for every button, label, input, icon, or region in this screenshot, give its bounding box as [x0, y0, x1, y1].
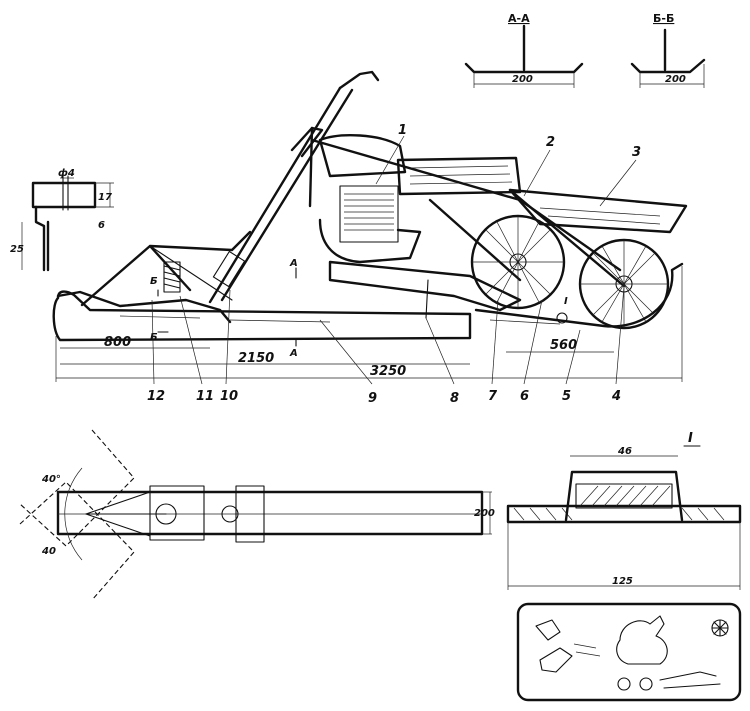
track-wheel-icon [617, 677, 631, 691]
detail-I-marker: I [564, 296, 568, 307]
dim-560: 560 [550, 338, 577, 353]
bracket-diameter: ф4 [58, 167, 75, 179]
dim-3250: 3250 [370, 364, 406, 379]
side-dimensions: 800 2150 3250 560 I [55, 266, 683, 382]
bottom-callouts: 12 11 10 9 8 7 6 5 4 [147, 285, 625, 406]
part-6: 6 [520, 389, 529, 404]
bracket-leg [34, 205, 46, 272]
drive-track [474, 262, 684, 328]
illustration-frame [516, 602, 742, 702]
bracket-dim-25: 25 [10, 244, 24, 255]
section-a-a: А-А 200 [464, 12, 584, 88]
angle-top: 40° [41, 474, 61, 485]
detail-dim-46: 46 [617, 446, 632, 457]
fox-icon [539, 647, 573, 673]
plan-view: 40° 40 200 [19, 429, 495, 601]
shock-absorber [163, 261, 181, 293]
engine-cylinder [339, 185, 399, 243]
steering-ski [56, 290, 232, 324]
mark-b-bottom: Б [150, 332, 158, 343]
mark-b-top: Б [150, 276, 158, 287]
steering-column [208, 86, 342, 304]
mark-a-bottom: А [289, 348, 298, 359]
shock-spring [163, 265, 181, 289]
part-3: 3 [632, 145, 641, 160]
bracket-detail: ф4 17 6 25 [10, 167, 114, 272]
column-clamp [212, 250, 246, 288]
ski-sketch-icon [659, 671, 721, 689]
plan-width-200: 200 [474, 508, 495, 519]
motorcycle-frame [308, 126, 622, 282]
swing-limit-up [19, 429, 135, 547]
part-10: 10 [220, 389, 238, 404]
detail-grouser-hatch [575, 483, 673, 509]
section-a-profile [464, 62, 584, 74]
detail-belt [506, 504, 742, 524]
bracket-dim-17: 17 [98, 192, 112, 203]
part-12: 12 [147, 389, 165, 404]
section-a-width: 200 [512, 74, 533, 85]
support-leg [425, 279, 429, 319]
top-callouts: 1 2 3 [375, 123, 641, 207]
side-view [52, 70, 688, 342]
section-a-title: А-А [508, 12, 530, 25]
section-b-title: Б-Б [653, 12, 674, 25]
swing-limit-down [19, 481, 135, 601]
dim-800: 800 [104, 335, 131, 350]
cargo-box [508, 188, 688, 234]
plan-steering-mount [149, 485, 205, 541]
plan-ski-body [56, 490, 484, 536]
detail-I: I 46 125 [506, 431, 742, 590]
part-1: 1 [398, 123, 407, 138]
part-7: 7 [488, 389, 498, 404]
exhaust-pipe [328, 260, 522, 312]
part-5: 5 [562, 389, 571, 404]
mark-a-top: А [289, 258, 298, 269]
detail-I-title: I [688, 431, 693, 446]
section-b-width: 200 [665, 74, 686, 85]
plan-rear-mount [235, 485, 265, 543]
engine-case [318, 218, 422, 264]
angle-bottom: 40 [41, 546, 56, 557]
detail-dim-125: 125 [612, 576, 633, 587]
part-11: 11 [196, 389, 214, 404]
part-8: 8 [450, 391, 459, 406]
plan-tie-rods [85, 491, 167, 537]
rack-strut [508, 188, 626, 288]
rabbit-icon [616, 615, 668, 665]
section-b-b: Б-Б 200 [630, 12, 706, 88]
rabbit-illustration [516, 602, 742, 702]
bracket-dim-6: 6 [98, 220, 105, 231]
section-marks: Б Б А А [150, 258, 298, 359]
bracket-block [31, 181, 97, 209]
dim-2150: 2150 [238, 351, 274, 366]
part-4: 4 [611, 389, 621, 404]
bird-icon [535, 619, 561, 641]
part-2: 2 [546, 135, 555, 150]
part-9: 9 [368, 391, 377, 406]
main-ski [52, 290, 472, 342]
detail-grouser [564, 470, 684, 522]
handlebar [338, 70, 380, 90]
section-b-profile [630, 58, 706, 74]
